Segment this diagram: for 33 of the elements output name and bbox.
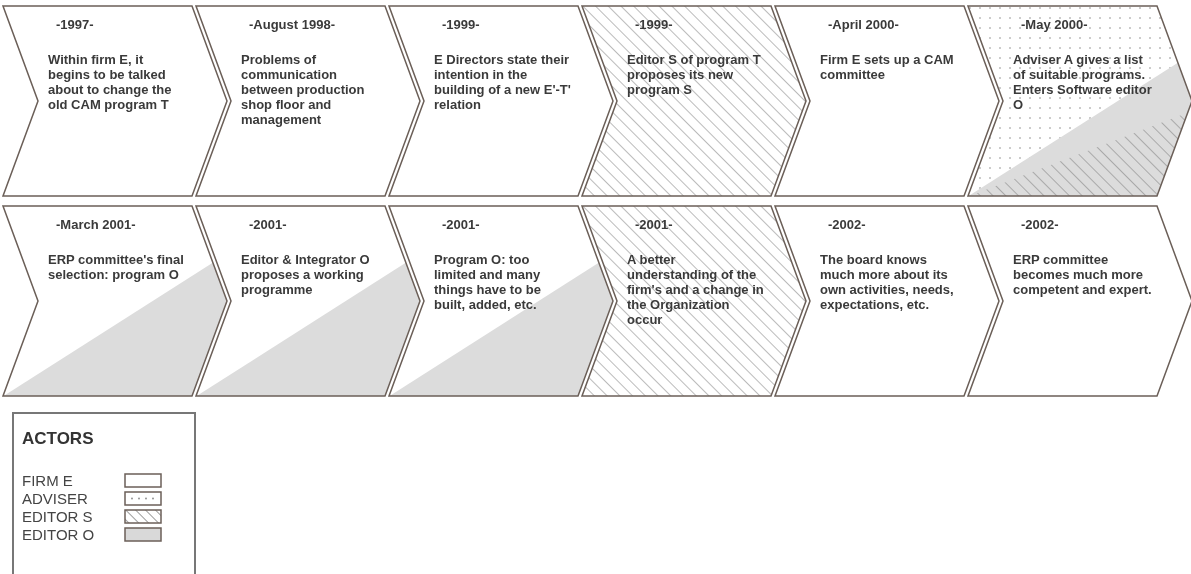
date-heading: -2002- xyxy=(827,217,867,232)
date-heading: -May 2000- xyxy=(1020,17,1089,32)
event-text: Adviser A gives a list of suitable programs. Enters Software editor O xyxy=(1013,52,1153,112)
legend-title: ACTORS xyxy=(22,428,95,450)
date-heading: -2001- xyxy=(248,217,288,232)
event-text: Within firm E, it begins to be talked about to change the old CAM program T xyxy=(48,52,173,112)
date-heading: -1999- xyxy=(634,17,674,32)
event-text: Editor & Integrator O proposes a working programme xyxy=(241,252,371,297)
date-heading: -March 2001- xyxy=(55,217,137,232)
date-heading: -2001- xyxy=(634,217,674,232)
chevron-step xyxy=(2,205,228,397)
event-text: Problems of communication between production shop floor and management xyxy=(241,52,366,127)
legend-label: EDITOR O xyxy=(22,525,95,544)
event-text: ERP committee becomes much more competent and expert. xyxy=(1013,252,1153,297)
legend-label: FIRM E xyxy=(22,471,73,490)
date-heading: -2002- xyxy=(1020,217,1060,232)
legend-label: ADVISER xyxy=(22,489,88,508)
chevron-step xyxy=(2,5,228,197)
event-text: The board knows much more about its own activities, needs, expectations, etc. xyxy=(820,252,955,312)
chevron-step xyxy=(967,205,1191,397)
date-heading: -1999- xyxy=(441,17,481,32)
date-heading: -2001- xyxy=(441,217,481,232)
date-heading: -August 1998- xyxy=(248,17,336,32)
event-text: A better understanding of the firm's and a change in the Organization occur xyxy=(627,252,765,327)
event-text: E Directors state their intention in the building of a new E'-T' relation xyxy=(434,52,572,112)
event-text: Program O: too limited and many things have to be built, added, etc. xyxy=(434,252,542,312)
event-text: ERP committee's final selection: program O xyxy=(48,252,185,282)
date-heading: -April 2000- xyxy=(827,17,900,32)
event-text: Firm E sets up a CAM committee xyxy=(820,52,955,82)
event-text: Editor S of program T proposes its new program S xyxy=(627,52,762,97)
legend-label: EDITOR S xyxy=(22,507,93,526)
chevron-step xyxy=(967,5,1191,197)
date-heading: -1997- xyxy=(55,17,95,32)
